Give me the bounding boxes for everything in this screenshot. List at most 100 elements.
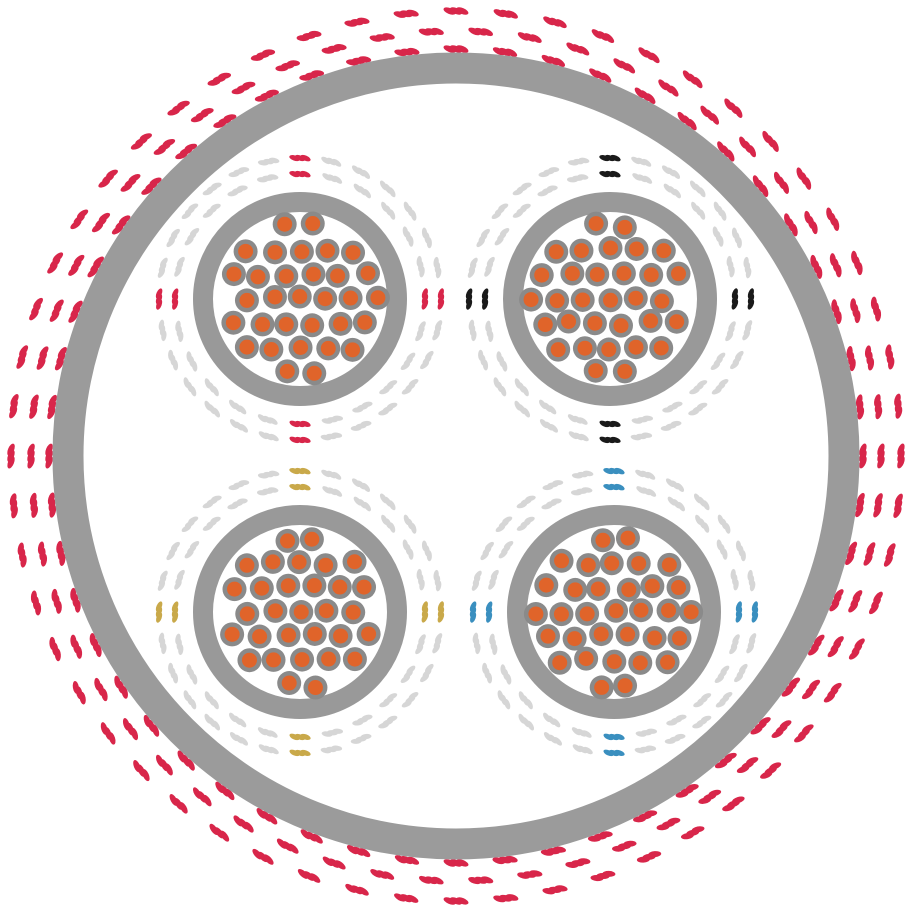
braid-strand: [816, 265, 823, 279]
braid-strand: [322, 856, 334, 867]
braid-strand: [333, 44, 347, 51]
conductor: [261, 647, 286, 672]
braid-strand-group: [157, 257, 168, 278]
braid-strand-group: [873, 493, 883, 518]
braid-strand: [19, 345, 29, 357]
braid-strand: [400, 675, 411, 684]
conductor: [325, 263, 350, 288]
braid-strand-group: [517, 32, 542, 43]
braid-strand: [289, 436, 300, 444]
braid-strand: [542, 888, 556, 895]
conductor-copper: [345, 342, 361, 358]
conductor: [302, 573, 327, 598]
conductor-copper: [602, 240, 618, 256]
braid-strand: [481, 28, 493, 37]
braid-strand-group: [437, 601, 445, 623]
conductor: [615, 526, 640, 551]
conductor-copper: [590, 581, 606, 597]
conductor: [275, 359, 300, 384]
conductor-copper: [305, 216, 321, 232]
braid-strand-group: [636, 851, 662, 863]
conductor: [356, 621, 381, 646]
conductor: [572, 336, 597, 361]
braid-strand-group: [635, 728, 658, 737]
conductor-copper: [628, 290, 644, 306]
braid-strand: [228, 712, 237, 723]
braid-strand-group: [465, 288, 473, 310]
braid-strand-group: [415, 321, 426, 342]
braid-strand-group: [804, 210, 818, 235]
braid-strand: [505, 48, 518, 57]
braid-strand: [419, 266, 425, 278]
braid-strand: [698, 187, 706, 198]
braid-strand-group: [120, 174, 141, 192]
braid-strand-group: [155, 288, 163, 310]
braid-strand-group: [543, 16, 567, 29]
conductor-copper: [523, 292, 539, 308]
braid-strand-group: [289, 436, 311, 444]
conductor-copper: [671, 580, 687, 596]
braid-strand: [408, 548, 414, 560]
braid-strand-group: [603, 749, 625, 757]
braid-strand: [710, 362, 721, 371]
braid-strand-group: [566, 174, 589, 183]
braid-strand: [252, 848, 263, 860]
conductor: [234, 553, 259, 578]
braid-strand: [401, 387, 412, 395]
braid-strand: [421, 612, 429, 623]
braid-strand: [675, 791, 689, 798]
braid-strand: [895, 406, 903, 419]
conductor: [586, 576, 611, 601]
conductor-copper: [361, 626, 377, 642]
braid-strand: [410, 523, 417, 534]
braid-strand-group: [590, 870, 616, 882]
conductor-copper: [587, 315, 603, 331]
braid-strand-group: [344, 17, 370, 27]
braid-strand: [189, 227, 200, 236]
braid-strand-group: [229, 419, 249, 433]
braid-strand-group: [496, 351, 508, 372]
braid-strand-group: [141, 177, 162, 195]
braid-strand: [525, 495, 536, 502]
braid-strand: [394, 855, 407, 864]
braid-strand: [811, 221, 818, 235]
conductor-copper: [293, 340, 309, 355]
braid-strand-group: [433, 256, 442, 279]
braid-strand-group: [750, 717, 771, 735]
braid-strand-group: [352, 714, 373, 726]
conductor-copper: [267, 244, 283, 260]
braid-strand: [689, 388, 700, 395]
braid-strand: [229, 419, 239, 429]
conductor-copper: [267, 603, 283, 619]
braid-strand: [468, 877, 481, 885]
braid-strand-group: [443, 7, 469, 15]
braid-strand: [893, 506, 902, 518]
conductor-copper: [319, 243, 335, 259]
braid-strand: [715, 700, 726, 708]
braid-strand-group: [747, 569, 756, 592]
braid-strand-group: [207, 72, 232, 86]
braid-strand: [388, 500, 396, 511]
braid-strand: [636, 856, 650, 863]
conductor: [549, 548, 574, 573]
braid-strand-group: [378, 715, 398, 729]
conductor-copper: [603, 292, 618, 308]
braid-strand-group: [542, 480, 564, 491]
braid-strand-group: [883, 543, 896, 567]
braid-strand: [425, 876, 438, 885]
conductor: [628, 650, 653, 675]
conductor: [547, 650, 572, 675]
braid-strand: [93, 256, 104, 267]
conductor-copper: [333, 316, 349, 332]
braid-strand-group: [289, 170, 311, 178]
braid-strand-group: [432, 633, 443, 654]
conductor: [529, 263, 554, 288]
conductor: [546, 337, 571, 362]
braid-strand: [170, 228, 180, 238]
braid-strand: [718, 235, 724, 247]
braid-strand: [176, 569, 185, 579]
conductor-copper: [291, 554, 307, 570]
braid-strand-group: [631, 415, 654, 424]
braid-strand: [128, 174, 141, 183]
conductor: [615, 622, 640, 647]
